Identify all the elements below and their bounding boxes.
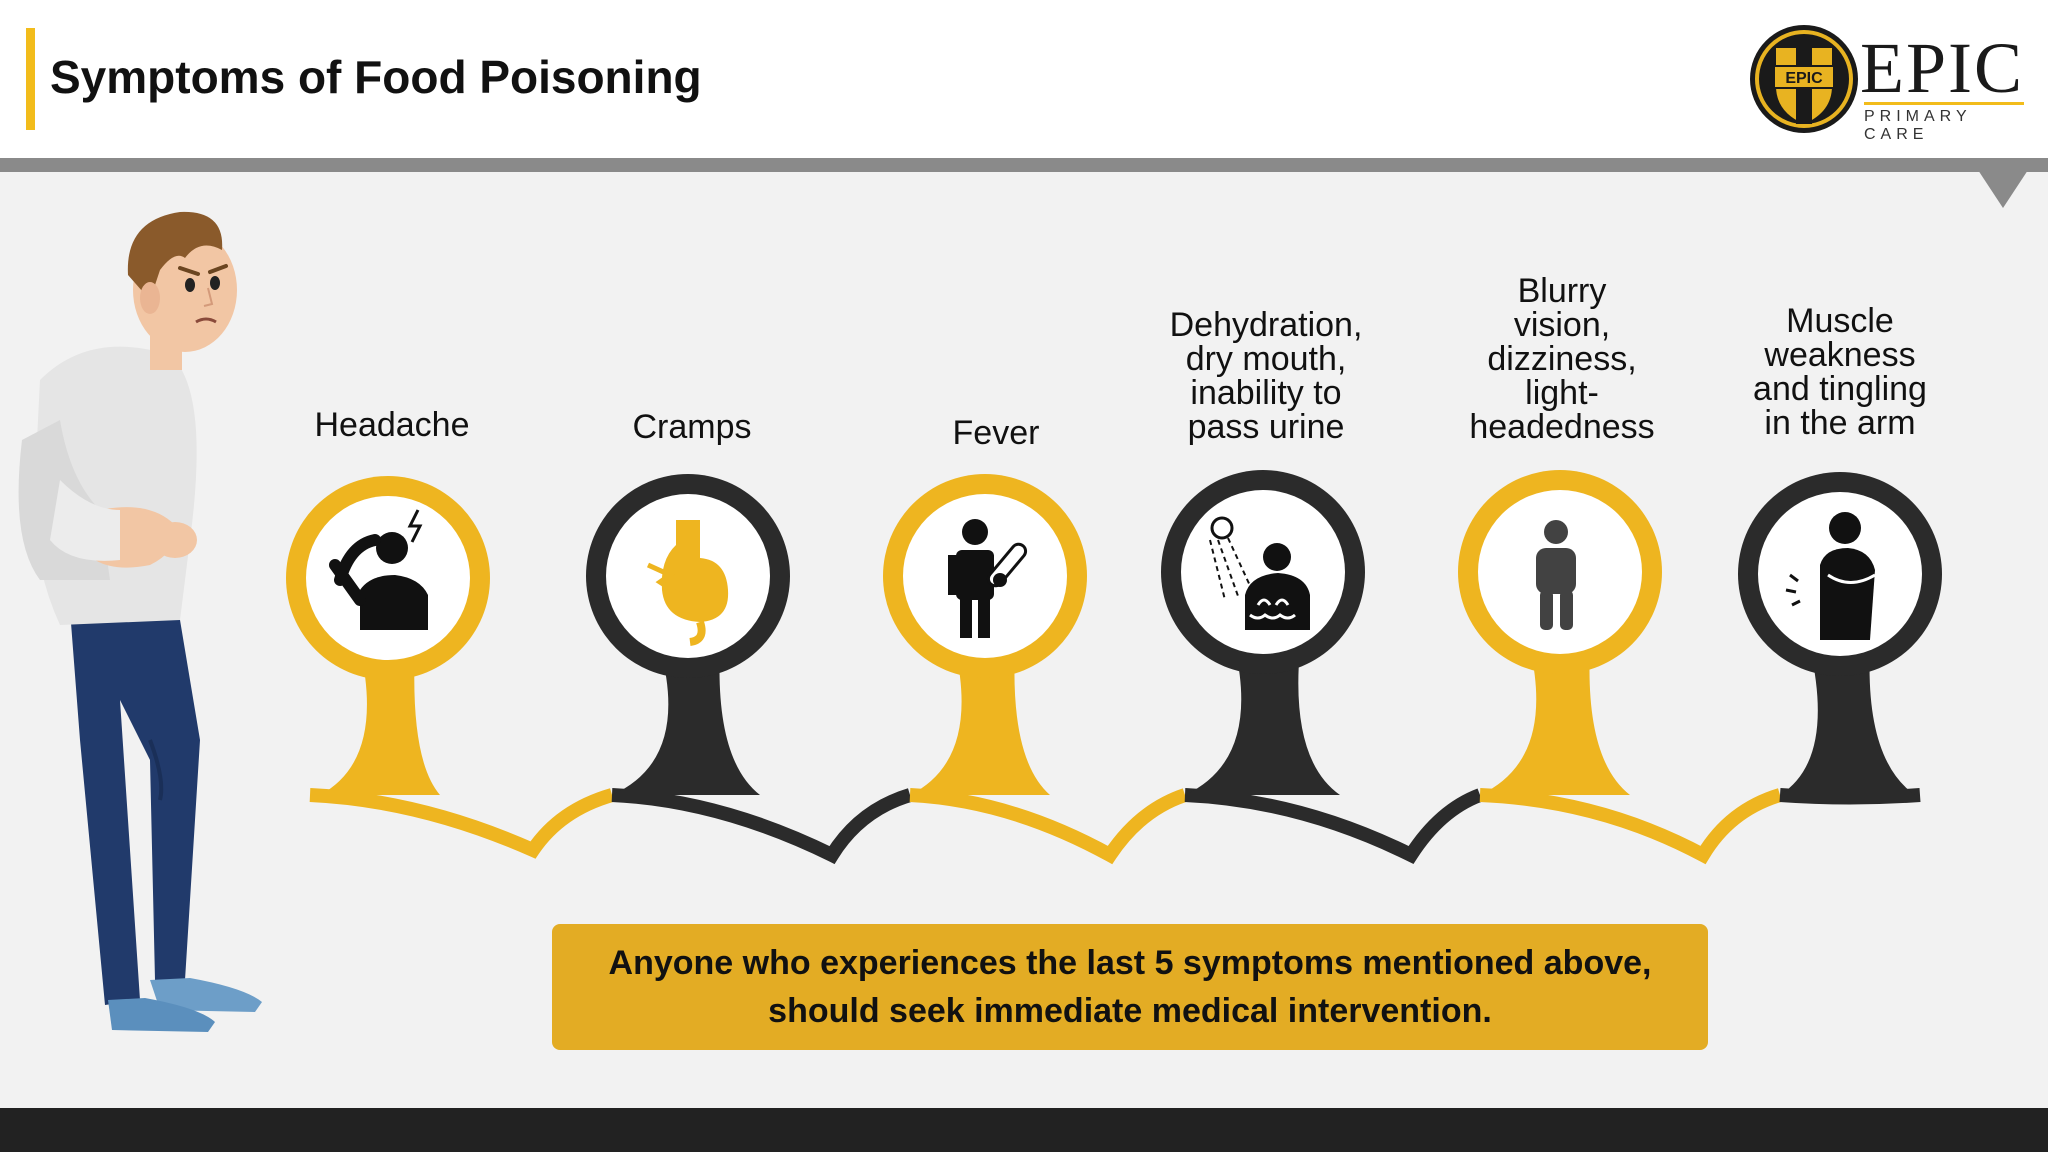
- stem-3: [910, 648, 1050, 795]
- headache-icon: [329, 509, 428, 630]
- symptom-node-4: [1161, 470, 1365, 674]
- stem-6: [1780, 648, 1915, 795]
- header: Symptoms of Food Poisoning EPIC EPIC PRI…: [0, 0, 2048, 160]
- logo-name: EPIC: [1860, 28, 2025, 108]
- symptom-node-3: [883, 474, 1087, 678]
- stem-1: [320, 648, 440, 795]
- logo-divider: [1864, 102, 2024, 105]
- medical-warning-box: Anyone who experiences the last 5 sympto…: [552, 924, 1708, 1050]
- symptom-node-6: [1738, 472, 1942, 676]
- title-accent-bar: [26, 28, 35, 130]
- logo-subtitle: PRIMARY CARE: [1864, 108, 1972, 143]
- stem-2: [612, 648, 760, 795]
- symptom-label-fever: Fever: [952, 414, 1040, 452]
- connector-4: [1184, 788, 1483, 865]
- symptom-label-cramps: Cramps: [632, 408, 752, 446]
- dehydration-icon: [1209, 516, 1310, 630]
- symptom-label-headache: Headache: [314, 406, 470, 444]
- connector-3: [909, 788, 1188, 865]
- stomach-cramp-icon: [646, 520, 729, 646]
- symptom-label-dehydration: Dehydration, dry mouth, inability to pas…: [1169, 306, 1363, 446]
- symptom-node-1: [286, 476, 490, 680]
- epic-logo: EPIC EPIC PRIMARY CARE: [1748, 20, 2028, 143]
- symptom-label-blurry-vision: Blurry vision, dizziness, light- headedn…: [1469, 272, 1655, 446]
- symptom-node-5: [1458, 470, 1662, 674]
- stem-5: [1480, 648, 1630, 795]
- thermometer-person-icon: [948, 519, 1028, 638]
- medical-warning-text: Anyone who experiences the last 5 sympto…: [608, 944, 1652, 1030]
- symptom-node-2: [586, 474, 790, 678]
- connector-5: [1479, 788, 1783, 865]
- sick-person-illustration: [18, 211, 262, 1032]
- logo-badge-text: EPIC: [1785, 70, 1823, 87]
- connector-2: [611, 788, 913, 865]
- logo-shield-icon: EPIC: [1750, 25, 1858, 133]
- page-title: Symptoms of Food Poisoning: [50, 51, 702, 103]
- footer-bar: [0, 1108, 2048, 1152]
- connector-6: [1779, 788, 1921, 805]
- arm-tingling-icon: [1785, 512, 1876, 640]
- stem-4: [1185, 648, 1340, 795]
- band-pointer-icon: [1978, 170, 2028, 208]
- blurry-person-icon: [1536, 520, 1576, 630]
- header-divider-band: [0, 158, 2048, 172]
- connector-1: [309, 788, 615, 859]
- symptom-label-muscle-weakness: Muscle weakness and tingling in the arm: [1753, 302, 1927, 442]
